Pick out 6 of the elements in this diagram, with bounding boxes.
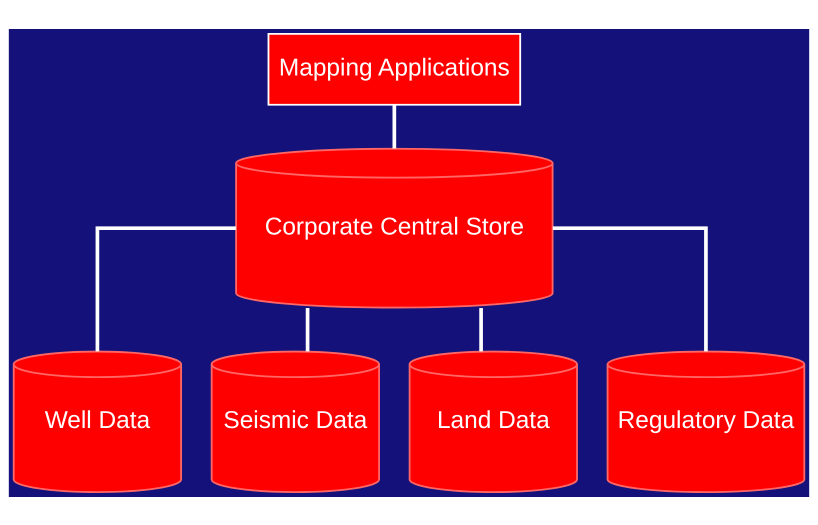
node-box: Mapping Applications	[268, 32, 522, 106]
connector	[96, 226, 236, 351]
connector	[306, 308, 310, 351]
connector	[552, 226, 708, 351]
connector	[392, 104, 396, 148]
connector	[479, 308, 483, 351]
